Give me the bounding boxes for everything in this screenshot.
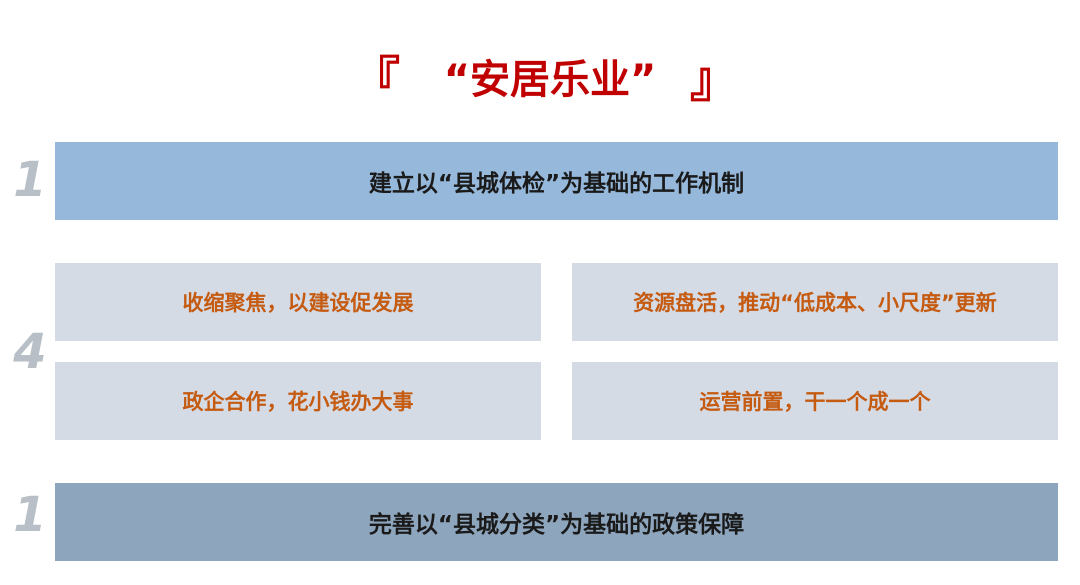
strategy-cell-3: 政企合作，花小钱办大事 xyxy=(55,362,541,440)
section-number-2: 4 xyxy=(13,324,47,380)
title-text: “安居乐业” xyxy=(443,57,657,103)
title-open-bracket: 『 xyxy=(352,52,401,108)
mechanism-band: 建立以“县城体检”为基础的工作机制 xyxy=(55,142,1058,220)
policy-band: 完善以“县城分类”为基础的政策保障 xyxy=(55,483,1058,561)
strategy-cell-4: 运营前置，干一个成一个 xyxy=(572,362,1058,440)
strategy-cell-2: 资源盘活，推动“低成本、小尺度”更新 xyxy=(572,263,1058,341)
strategy-cell-1: 收缩聚焦，以建设促发展 xyxy=(55,263,541,341)
title-close-bracket: 』 xyxy=(690,52,739,108)
section-number-1: 1 xyxy=(13,152,47,208)
section-number-3: 1 xyxy=(13,487,47,543)
page-title: 『 “安居乐业” 』 xyxy=(0,44,1080,116)
